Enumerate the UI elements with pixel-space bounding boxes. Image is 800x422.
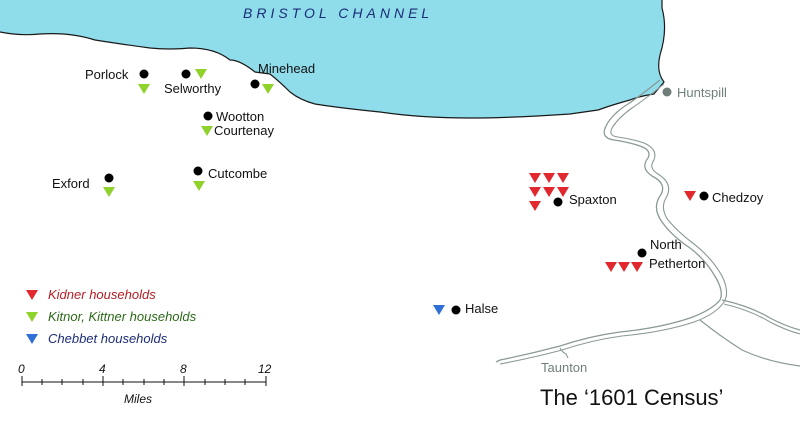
town-dots: [104, 69, 709, 315]
black-dot-icon: [139, 69, 149, 79]
chebbet-marker: [433, 305, 445, 315]
sea-label: BRISTOL CHANNEL: [243, 5, 433, 21]
coastline: [0, 0, 666, 119]
black-dot-icon: [193, 166, 203, 176]
triangle-marker-icon: [631, 262, 643, 272]
legend-chebbet-icon: [26, 334, 38, 344]
place-label-taunton: Taunton: [541, 360, 587, 375]
scale-unit: Miles: [124, 392, 152, 406]
scale-bar: [21, 376, 267, 386]
place-label-porlock: Porlock: [85, 67, 129, 82]
triangle-marker-icon: [543, 173, 555, 183]
triangle-marker-icon: [529, 173, 541, 183]
bristol-channel-sea: [0, 0, 665, 118]
triangle-marker-icon: [201, 126, 213, 136]
river-tributary-east: [721, 299, 800, 331]
triangle-marker-icon: [193, 181, 205, 191]
triangle-marker-icon: [529, 187, 541, 197]
river-inlet-taunton: [559, 347, 569, 359]
river-parrett: [495, 79, 722, 363]
triangle-marker-icon: [557, 187, 569, 197]
legend-chebbet-label: Chebbet households: [48, 331, 168, 346]
triangle-marker-icon: [103, 187, 115, 197]
river-parrett-bank: [499, 83, 728, 365]
river-tributary-southeast: [699, 319, 800, 367]
triangle-marker-icon: [262, 84, 274, 94]
place-label-spaxton: Spaxton: [569, 192, 617, 207]
place-label-halse: Halse: [465, 301, 498, 316]
black-dot-icon: [203, 111, 213, 121]
legend-kidner-icon: [26, 290, 38, 300]
scale-label-8: 8: [180, 362, 187, 376]
place-label-wootton: Wootton: [216, 109, 264, 124]
grey-dot-icon: [662, 87, 672, 97]
place-label-north: North: [650, 237, 682, 252]
place-label-huntspill: Huntspill: [677, 85, 727, 100]
triangle-marker-icon: [605, 262, 617, 272]
place-label-exford: Exford: [52, 176, 90, 191]
place-label-cutcombe: Cutcombe: [208, 166, 267, 181]
triangle-marker-icon: [618, 262, 630, 272]
triangle-marker-icon: [543, 187, 555, 197]
map-title: The ‘1601 Census’: [540, 385, 723, 410]
scale-label-12: 12: [258, 362, 272, 376]
triangle-marker-icon: [195, 69, 207, 79]
legend: Kidner households Kitnor, Kittner househ…: [26, 287, 197, 346]
river-tributary-east-bank: [723, 303, 800, 335]
triangle-marker-icon: [529, 201, 541, 211]
legend-kidner-label: Kidner households: [48, 287, 156, 302]
legend-kitnor-label: Kitnor, Kittner households: [48, 309, 197, 324]
legend-kitnor-icon: [26, 312, 38, 322]
black-dot-icon: [699, 191, 709, 201]
place-label-chedzoy: Chedzoy: [712, 190, 764, 205]
scale-label-0: 0: [18, 362, 25, 376]
triangle-marker-icon: [138, 84, 150, 94]
place-label-selworthy: Selworthy: [164, 81, 222, 96]
scale-label-4: 4: [99, 362, 106, 376]
place-label-courtenay: Courtenay: [214, 123, 274, 138]
black-dot-icon: [250, 79, 260, 89]
triangle-marker-icon: [684, 191, 696, 201]
place-label-minehead: Minehead: [258, 61, 315, 76]
black-dot-icon: [637, 248, 647, 258]
place-label-petherton: Petherton: [649, 256, 705, 271]
triangle-marker-icon: [557, 173, 569, 183]
kidner-markers: [529, 173, 696, 272]
black-dot-icon: [104, 173, 114, 183]
black-dot-icon: [181, 69, 191, 79]
black-dot-icon: [553, 197, 563, 207]
kitnor-markers: [103, 69, 274, 197]
black-dot-icon: [451, 305, 461, 315]
